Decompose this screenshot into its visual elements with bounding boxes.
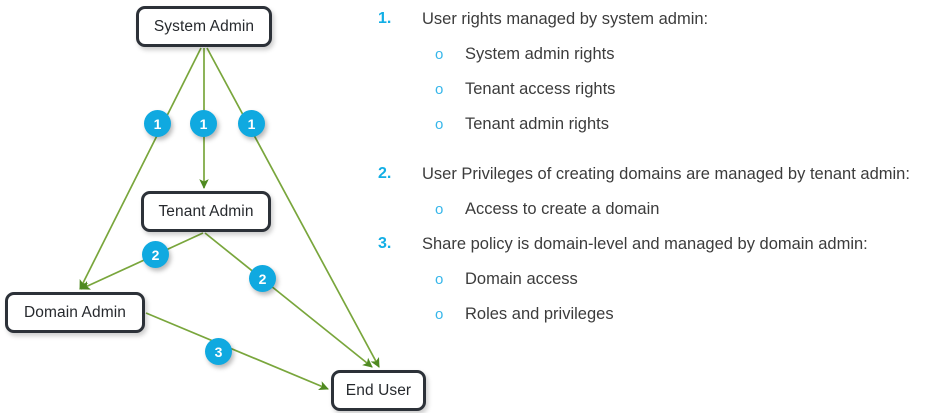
bullet-circle-icon: o bbox=[435, 81, 444, 98]
bullet-circle-icon: o bbox=[435, 46, 444, 63]
node-system-admin-label: System Admin bbox=[153, 17, 255, 35]
edge-badge-domain-admin-end-user: 3 bbox=[205, 338, 232, 365]
edge-tenant-admin-to-end-user bbox=[204, 232, 373, 368]
edge-layer bbox=[79, 47, 380, 390]
edge-system-admin-to-end-user bbox=[206, 47, 380, 368]
list-item-1-text: User rights managed by system admin: bbox=[422, 10, 709, 28]
list-item-2-sub-1: o Access to create a domain bbox=[378, 200, 947, 235]
list-item-2: 2. User Privileges of creating domains a… bbox=[378, 165, 947, 200]
list-item-3: 3. Share policy is domain-level and mana… bbox=[378, 235, 947, 270]
list-item-1-sub-1-text: System admin rights bbox=[465, 45, 615, 63]
list-item-1-sub-2: o Tenant access rights bbox=[378, 80, 947, 115]
list-item-1: 1. User rights managed by system admin: bbox=[378, 10, 947, 45]
node-tenant-admin-label: Tenant Admin bbox=[158, 202, 254, 220]
rights-description-list: 1. User rights managed by system admin: … bbox=[378, 0, 947, 413]
node-end-user[interactable]: End User bbox=[331, 370, 426, 411]
bullet-circle-icon: o bbox=[435, 271, 444, 288]
node-end-user-label: End User bbox=[345, 381, 412, 399]
edge-system-admin-to-domain-admin bbox=[79, 47, 202, 290]
list-item-1-sub-1: o System admin rights bbox=[378, 45, 947, 80]
node-system-admin[interactable]: System Admin bbox=[136, 6, 272, 47]
node-tenant-admin[interactable]: Tenant Admin bbox=[141, 191, 271, 232]
role-hierarchy-diagram: System Admin Tenant Admin Domain Admin E… bbox=[0, 0, 440, 413]
edge-badge-system-admin-end-user: 1 bbox=[238, 110, 265, 137]
list-item-2-text: User Privileges of creating domains are … bbox=[422, 165, 910, 183]
edge-badge-tenant-admin-end-user: 2 bbox=[249, 265, 276, 292]
edge-badge-tenant-admin-domain-admin: 2 bbox=[142, 241, 169, 268]
edge-badge-system-admin-domain-admin: 1 bbox=[144, 110, 171, 137]
node-domain-admin[interactable]: Domain Admin bbox=[5, 292, 145, 333]
edge-domain-admin-to-end-user bbox=[145, 312, 329, 390]
list-group-2: 2. User Privileges of creating domains a… bbox=[378, 165, 947, 235]
list-item-1-sub-2-text: Tenant access rights bbox=[465, 80, 616, 98]
edge-badge-system-admin-tenant-admin: 1 bbox=[190, 110, 217, 137]
list-item-1-number: 1. bbox=[378, 10, 392, 27]
node-domain-admin-label: Domain Admin bbox=[24, 303, 126, 321]
list-item-3-number: 3. bbox=[378, 235, 392, 252]
list-item-3-sub-2: o Roles and privileges bbox=[378, 305, 947, 340]
list-group-3: 3. Share policy is domain-level and mana… bbox=[378, 235, 947, 340]
list-item-3-sub-1-text: Domain access bbox=[465, 270, 578, 288]
list-item-3-sub-2-text: Roles and privileges bbox=[465, 305, 614, 323]
list-item-1-sub-3: o Tenant admin rights bbox=[378, 115, 947, 150]
list-item-1-sub-3-text: Tenant admin rights bbox=[465, 115, 609, 133]
edge-tenant-admin-to-domain-admin bbox=[80, 232, 204, 290]
bullet-circle-icon: o bbox=[435, 306, 444, 323]
list-item-3-sub-1: o Domain access bbox=[378, 270, 947, 305]
list-item-2-number: 2. bbox=[378, 165, 392, 182]
bullet-circle-icon: o bbox=[435, 116, 444, 133]
list-item-3-text: Share policy is domain-level and managed… bbox=[422, 235, 868, 253]
bullet-circle-icon: o bbox=[435, 201, 444, 218]
list-group-1: 1. User rights managed by system admin: … bbox=[378, 10, 947, 150]
list-item-2-sub-1-text: Access to create a domain bbox=[465, 200, 660, 218]
